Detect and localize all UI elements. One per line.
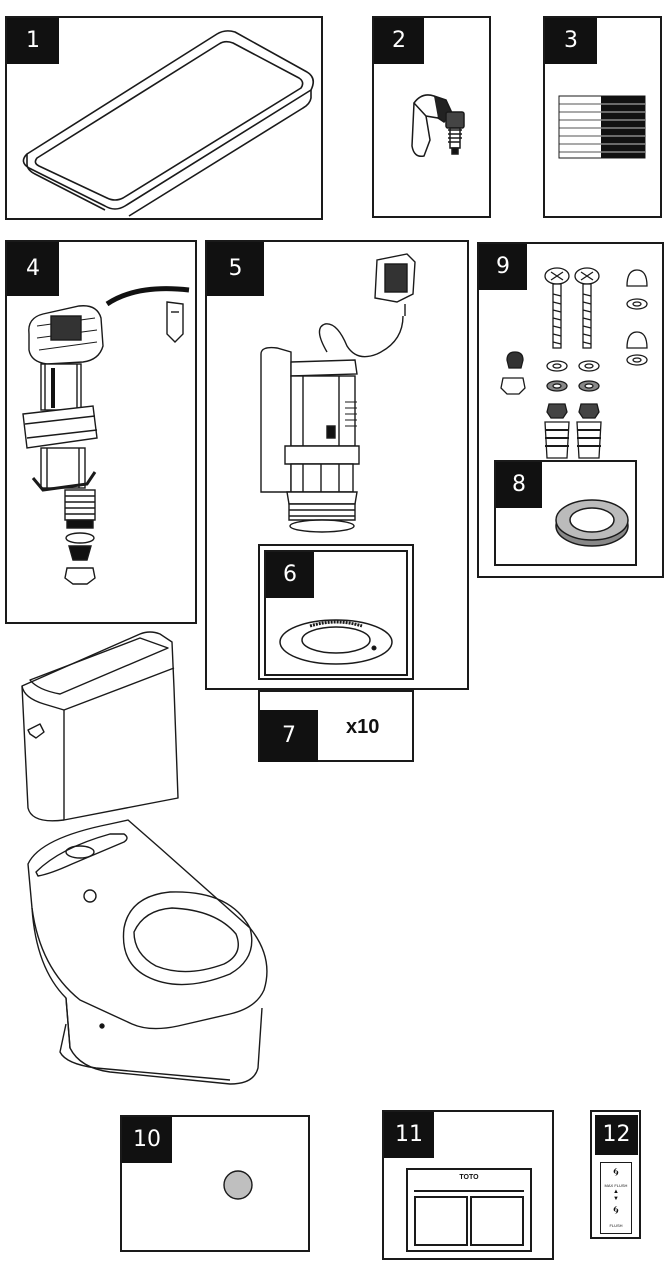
- part-1-tag: 1: [7, 18, 59, 64]
- part-10-box: 10: [120, 1115, 310, 1252]
- part-6-inner-box: 6: [264, 550, 408, 676]
- button-label-card: 🌀︎ MAX FLUSH ▲▼ 🌀︎ FLUSH: [600, 1162, 632, 1234]
- part-11-box: 11 TOTO: [382, 1110, 554, 1260]
- part-6-number: 6: [283, 562, 297, 587]
- part-7-tag: 7: [260, 710, 318, 762]
- part-8-tag: 8: [496, 462, 542, 508]
- part-8-box: 8: [494, 460, 637, 566]
- part-9-tag: 9: [479, 244, 527, 290]
- panel-button-right: [470, 1196, 524, 1246]
- label-text-top: MAX FLUSH: [604, 1183, 628, 1188]
- panel-button-left: [414, 1196, 468, 1246]
- part-6-box: 6: [258, 544, 414, 680]
- part-11-tag: 11: [384, 1112, 434, 1158]
- arrow-icon: ▲▼: [613, 1189, 619, 1202]
- part-4-tag: 4: [7, 242, 59, 296]
- swirl-icon-bottom: 🌀︎: [613, 1203, 619, 1217]
- part-4-box: 4: [5, 240, 197, 624]
- plug-cap-drawing: [223, 1170, 253, 1200]
- push-button-panel: TOTO: [406, 1168, 532, 1252]
- label-text-bottom: FLUSH: [609, 1223, 623, 1228]
- part-7-number: 7: [282, 723, 296, 748]
- panel-brand: TOTO: [459, 1174, 479, 1181]
- part-9-number: 9: [496, 254, 510, 279]
- swirl-icon-top: 🌀︎: [613, 1165, 619, 1179]
- part-12-box: 12 🌀︎ MAX FLUSH ▲▼ 🌀︎ FLUSH: [590, 1110, 641, 1239]
- bolt-kit-drawing: [500, 267, 648, 459]
- part-10-tag: 10: [122, 1117, 172, 1163]
- part-5-tag: 5: [207, 242, 264, 296]
- part-7-quantity: x10: [346, 716, 380, 738]
- part-12-tag: 12: [595, 1115, 638, 1155]
- flush-valve-gasket-drawing: [279, 619, 393, 665]
- part-3-tag: 3: [545, 18, 597, 64]
- part-10-number: 10: [133, 1127, 161, 1152]
- part-1-box: 1: [5, 16, 323, 220]
- fill-valve-drawing: [22, 286, 190, 585]
- part-3-box: 3: [543, 16, 662, 218]
- part-4-number: 4: [26, 256, 40, 281]
- part-3-number: 3: [564, 28, 578, 53]
- flush-valve-drawing: [260, 253, 416, 533]
- part-7-box: 7 x10: [258, 690, 414, 762]
- tank-to-bowl-gasket-drawing: [555, 499, 629, 547]
- part-12-number: 12: [602, 1122, 631, 1147]
- part-8-number: 8: [512, 472, 526, 497]
- toilet-assembly-drawing: [21, 631, 268, 1085]
- tank-lid-drawing: [22, 30, 315, 217]
- part-11-number: 11: [395, 1122, 423, 1147]
- part-1-number: 1: [26, 28, 40, 53]
- panel-rule: [414, 1190, 524, 1192]
- trip-lever-drawing: [411, 94, 465, 158]
- part-5-number: 5: [228, 256, 243, 281]
- part-2-tag: 2: [374, 18, 424, 64]
- part-2-box: 2: [372, 16, 491, 218]
- part-6-tag: 6: [266, 552, 314, 598]
- instruction-card-drawing: [558, 95, 646, 159]
- part-2-number: 2: [392, 28, 406, 53]
